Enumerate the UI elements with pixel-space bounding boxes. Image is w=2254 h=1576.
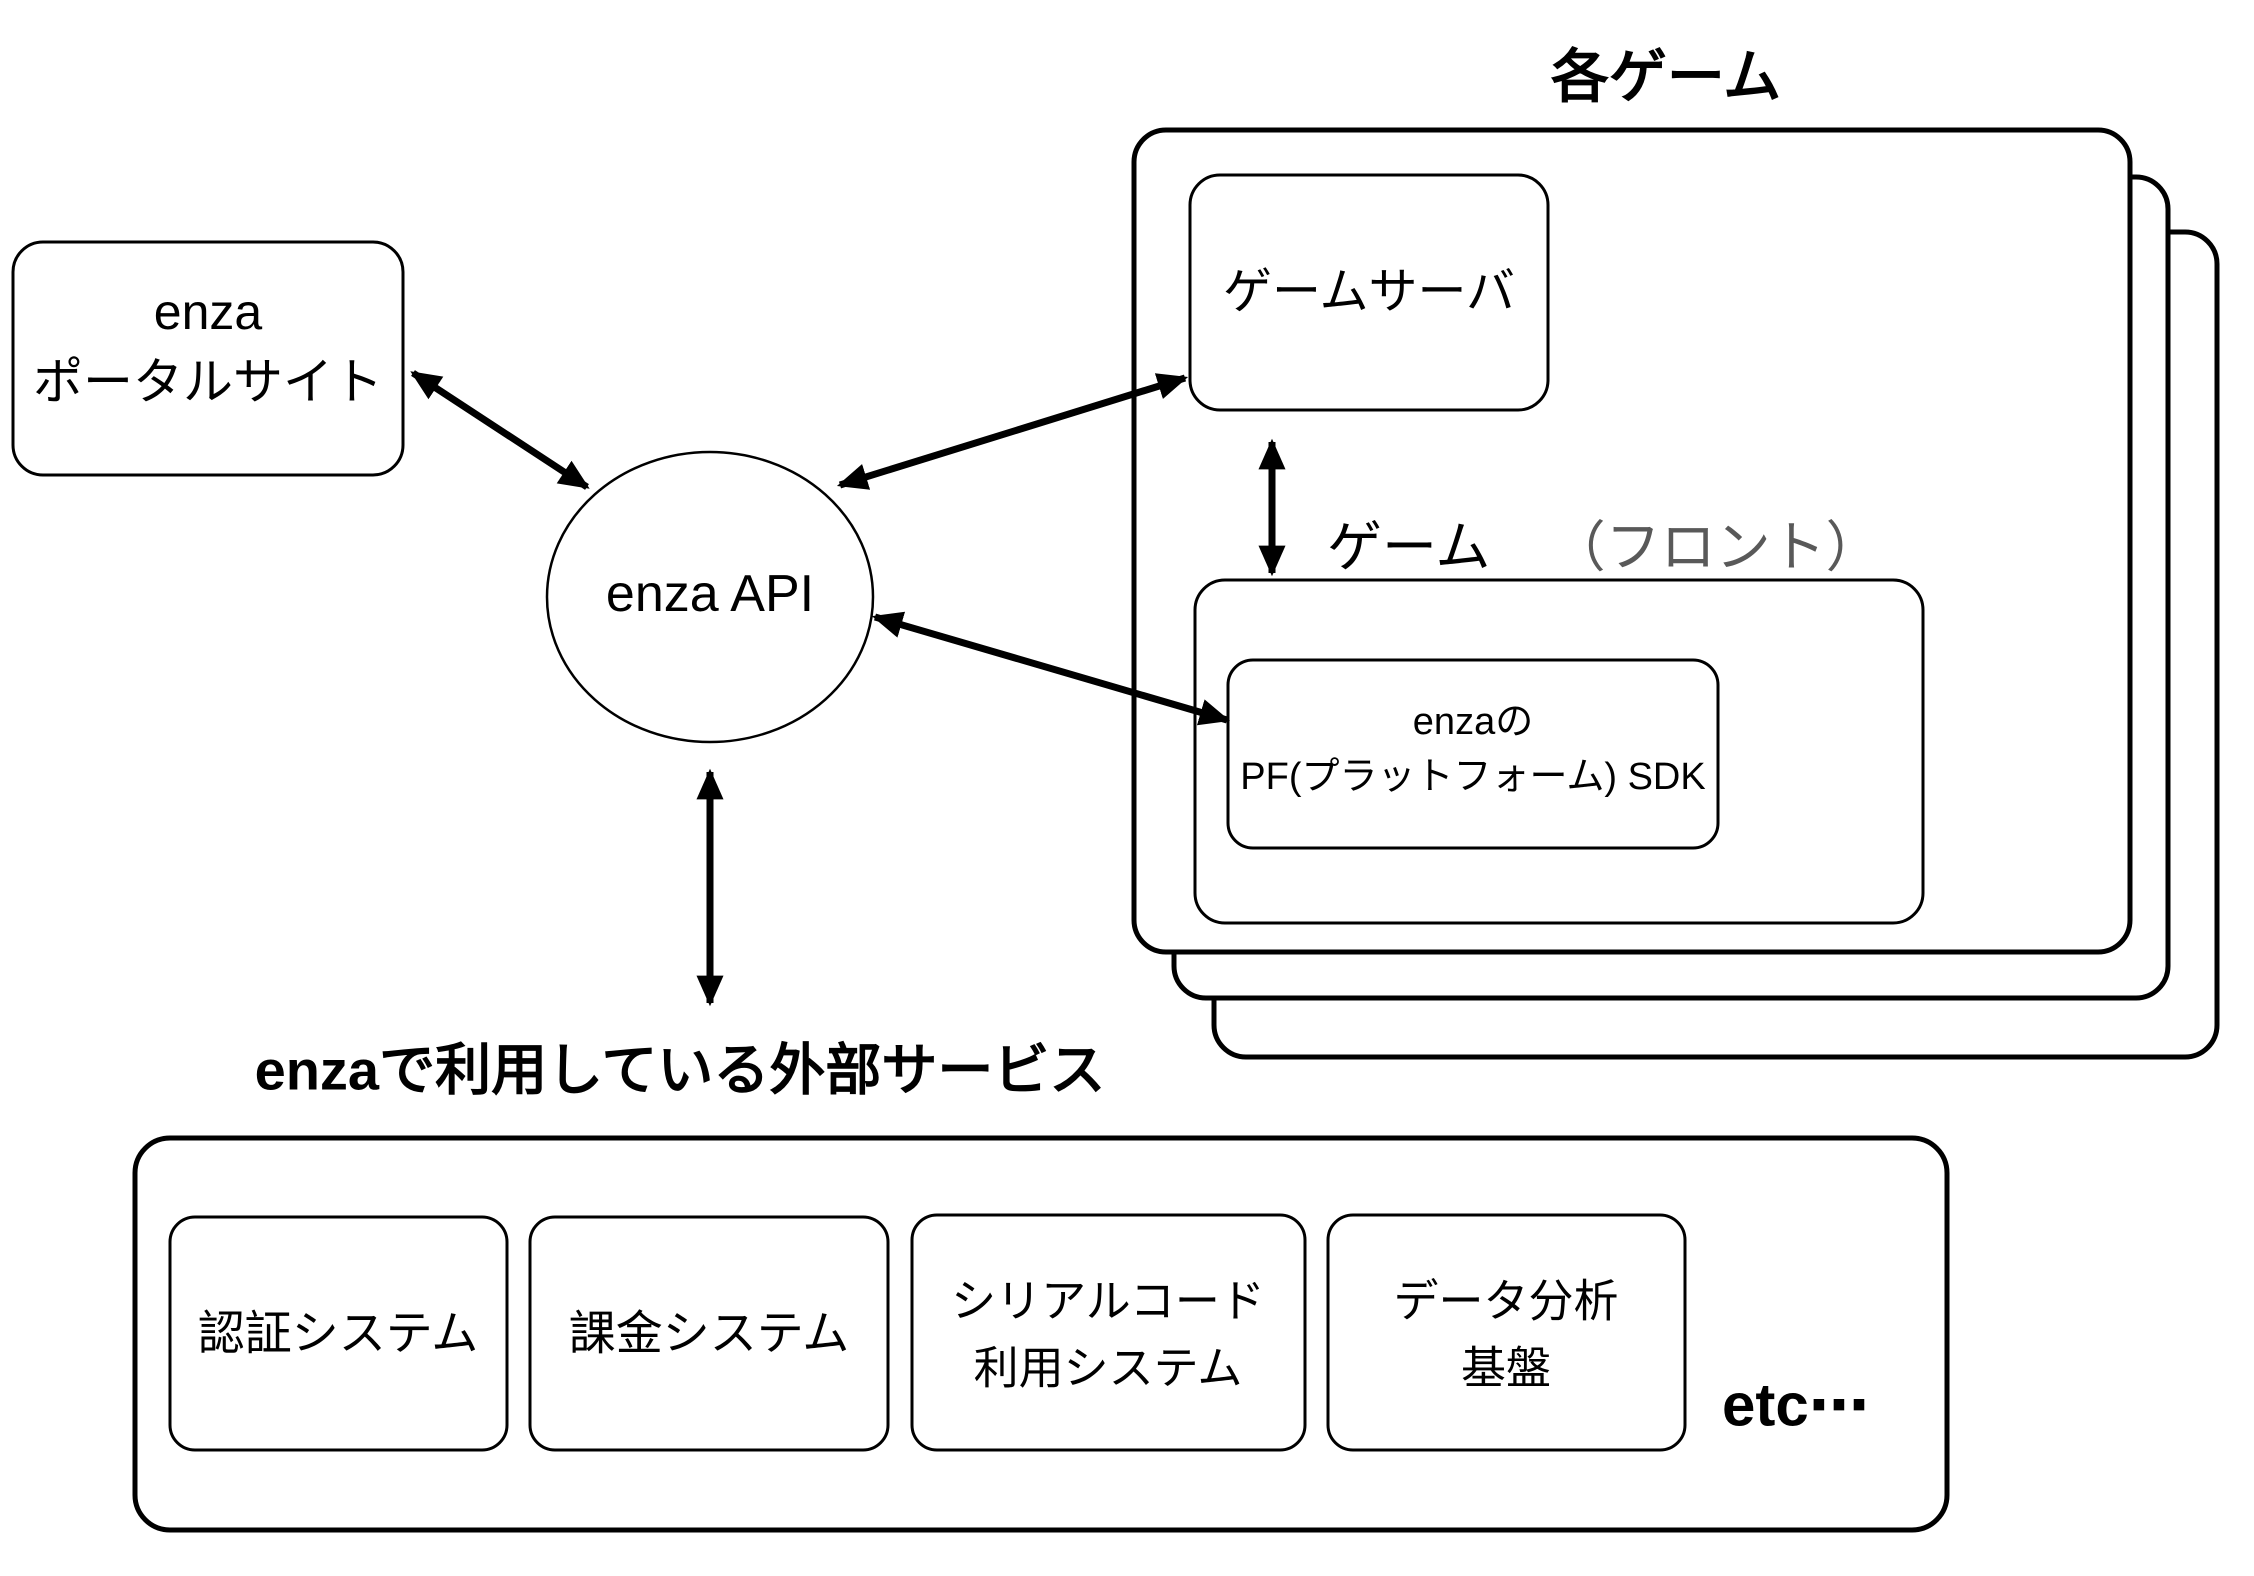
enza-pf-sdk-line1: enzaの: [1413, 701, 1533, 743]
enza-pf-sdk-box: [1226, 658, 1720, 850]
data-analysis-line2: 基盤: [1461, 1343, 1551, 1394]
game-front-label: ゲーム （フロント）: [1327, 516, 1881, 578]
external-services-title: enzaで利用している外部サービス: [255, 1039, 1106, 1102]
enza-pf-sdk-line2: PF(プラットフォーム) SDK: [1240, 756, 1705, 798]
serial-code-system-box: [910, 1213, 1307, 1452]
arrow-portal-api: [410, 370, 590, 490]
each-game-title: 各ゲーム: [1551, 45, 1781, 110]
arrow-api-sdk: [871, 611, 1231, 726]
enza-api-circle: [545, 450, 875, 744]
game-server-label: ゲームサーバ: [1223, 265, 1515, 319]
auth-system-box: [168, 1215, 509, 1452]
game-front-label-paren: （フロント）: [1551, 516, 1881, 578]
billing-system-label: 課金システム: [569, 1307, 850, 1360]
data-analysis-line1: データ分析: [1393, 1276, 1618, 1327]
serial-code-line1: シリアルコード: [951, 1276, 1265, 1327]
billing-system-box: [528, 1215, 890, 1452]
enza-portal-line1: enza: [154, 284, 263, 340]
data-analysis-box: [1326, 1213, 1687, 1452]
arrow-api-game-server: [836, 373, 1189, 490]
etc-label: etc⋯: [1722, 1372, 1869, 1439]
serial-code-line2: 利用システム: [974, 1343, 1243, 1394]
game-front-label-main: ゲーム: [1327, 516, 1490, 578]
enza-portal-box: [11, 240, 405, 477]
game-server-box: [1188, 173, 1550, 412]
enza-api-label: enza API: [606, 565, 814, 623]
auth-system-label: 認証システム: [198, 1307, 479, 1360]
enza-portal-line2: ポータルサイト: [33, 354, 383, 410]
